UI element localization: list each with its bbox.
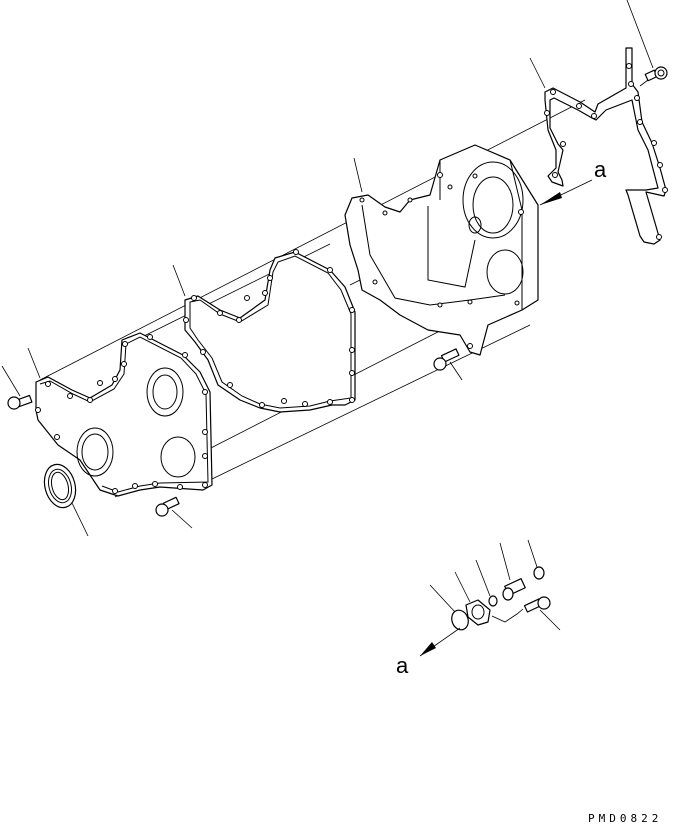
oil-seal[interactable] [40,461,80,511]
leader-o-ring-small [475,559,491,597]
nipple[interactable] [502,578,526,601]
leader-gear-housing [353,157,363,193]
bolt-connector[interactable] [523,596,551,613]
leader-front-cover [27,347,41,379]
leader-housing-gasket [172,264,186,297]
flange-connector[interactable] [465,599,491,626]
gear-housing[interactable] [344,144,539,356]
leader-o-ring-large [429,584,456,613]
reference-arrow-a-upper [539,179,593,206]
bolt-left[interactable] [7,394,33,410]
reference-label-a-lower: a [396,653,409,678]
leader-nipple [499,542,511,581]
drawing-code: PMD0822 [588,812,663,825]
bolt-cover-bottom[interactable] [155,496,180,517]
housing-gasket[interactable] [183,249,356,413]
leader-bolt-upper-right [626,0,654,69]
leader-o-ring-end [527,539,538,568]
front-cover[interactable] [35,332,213,497]
leader-bolt-housing [449,361,463,381]
leader-bolt-left [1,365,21,397]
reference-arrow-a-lower [419,627,461,657]
o-ring-small[interactable] [488,595,498,607]
leader-bolt-connector [539,609,561,631]
o-ring-end[interactable] [533,566,545,580]
leader-gasket-upper-right [529,57,546,89]
reference-label-a-upper: a [594,157,607,182]
leader-oil-seal [71,502,89,537]
bolt-housing[interactable] [433,348,460,371]
bolt-upper-right[interactable] [644,66,668,82]
leader-flange-connector [454,571,471,603]
gasket-upper-right[interactable] [544,47,668,245]
leader-bolt-cover-bottom [171,509,193,529]
